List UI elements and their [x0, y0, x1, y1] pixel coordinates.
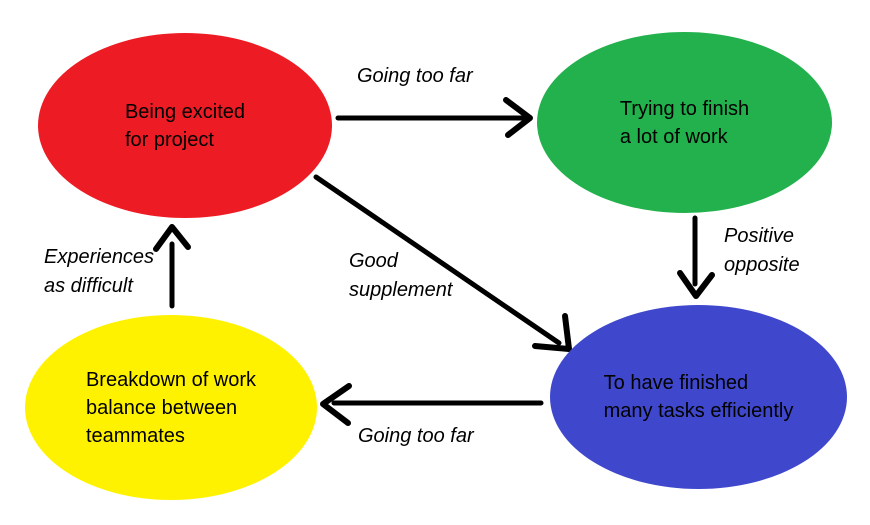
edge-label-line: supplement [349, 279, 453, 301]
node-breakdown-work-balance: Breakdown of work balance between teamma… [25, 315, 317, 500]
node-being-excited: Being excited for project [38, 33, 332, 218]
node-trying-to-finish-label: Trying to finish a lot of work [620, 95, 749, 151]
node-label-line: teammates [85, 424, 185, 447]
node-trying-to-finish: Trying to finish a lot of work [537, 32, 832, 213]
node-label-line: for project [124, 128, 214, 151]
edge-label-line: as difficult [44, 275, 133, 297]
edge-label-line: Going too far [358, 425, 474, 447]
arrow-trying-to-finished [677, 215, 715, 299]
edge-label-line: opposite [724, 254, 800, 276]
node-label-line: Being excited [124, 100, 246, 123]
node-breakdown-work-balance-label: Breakdown of work balance between teamma… [86, 366, 256, 450]
node-label-line: balance between [85, 396, 238, 419]
edge-label-good-supplement: Good supplement [349, 247, 452, 305]
node-label-line: a lot of work [619, 125, 728, 148]
node-label-line: many tasks efficiently [603, 400, 794, 422]
node-label-line: To have finished [603, 372, 749, 394]
edge-label-experiences-as-difficult: Experiences as difficult [44, 243, 154, 301]
edge-label-line: Positive [724, 225, 795, 247]
node-finished-many-tasks-label: To have finished many tasks efficiently [604, 369, 794, 425]
node-label-line: Breakdown of work [85, 368, 257, 391]
arrow-excited-to-trying [335, 97, 533, 138]
node-being-excited-label: Being excited for project [125, 98, 245, 154]
arrow-excited-to-finished [313, 174, 572, 352]
edge-label-line: Experiences [44, 246, 155, 268]
edge-label-line: Going too far [357, 65, 473, 87]
arrow-breakdown-to-excited [153, 224, 191, 309]
edge-label-going-too-far-top: Going too far [357, 62, 473, 91]
edge-label-line: Good [349, 250, 398, 272]
edge-label-positive-opposite: Positive opposite [724, 222, 800, 280]
edge-label-going-too-far-bottom: Going too far [358, 422, 474, 451]
node-finished-many-tasks: To have finished many tasks efficiently [550, 305, 847, 489]
node-label-line: Trying to finish [619, 97, 750, 120]
arrow-finished-to-breakdown [320, 383, 544, 426]
